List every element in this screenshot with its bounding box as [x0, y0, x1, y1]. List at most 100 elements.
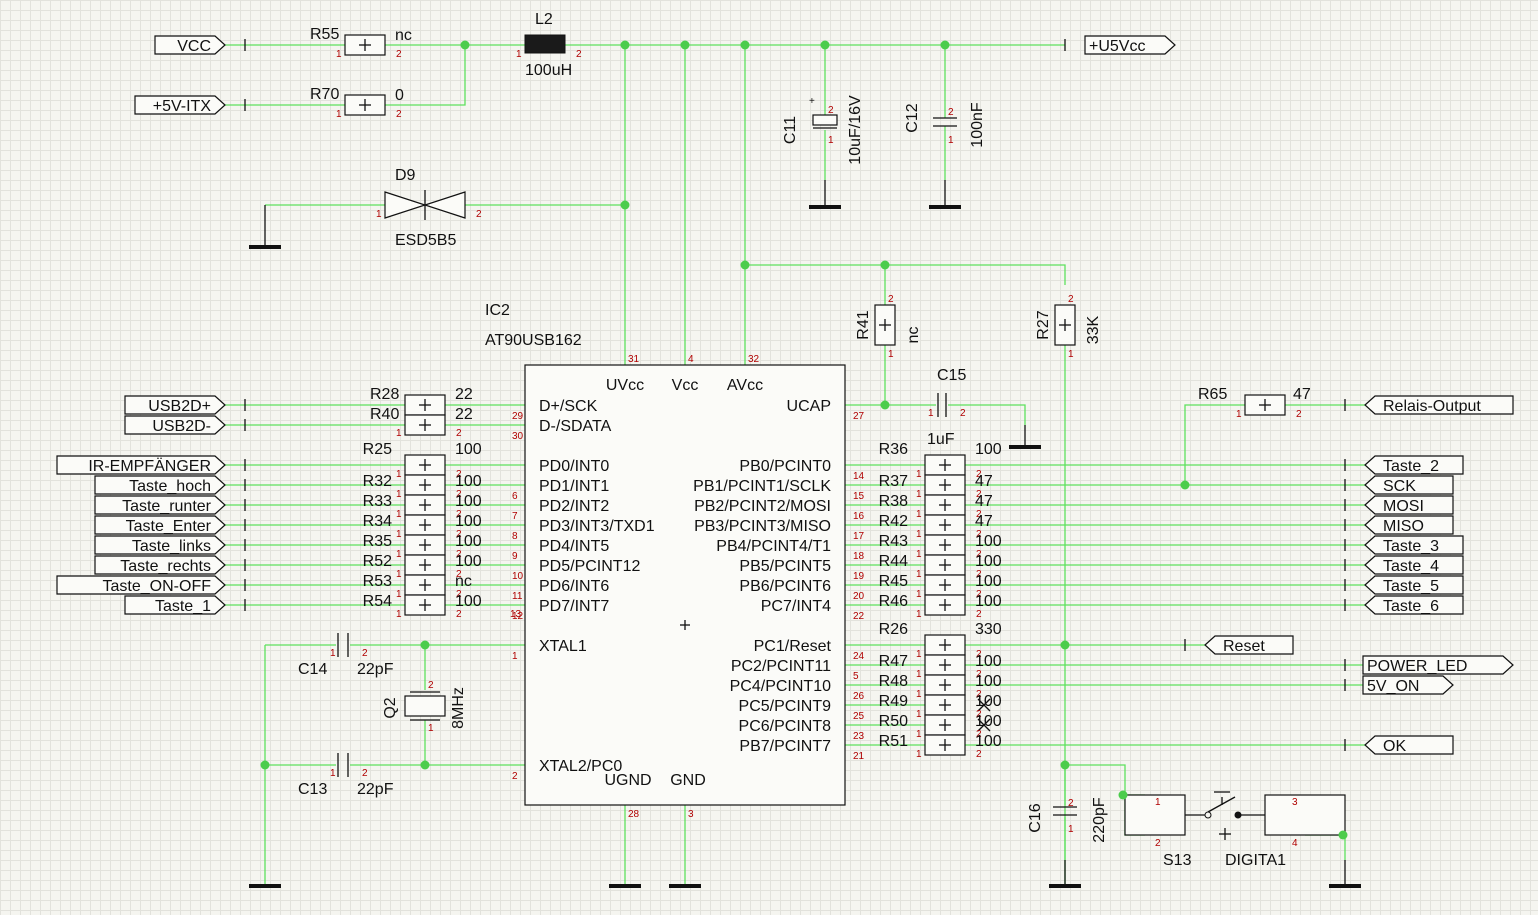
- ic-left-pin-name: PD6/INT6: [539, 578, 609, 595]
- ic-right-pin-number: 16: [853, 511, 865, 522]
- pin-number: 2: [396, 49, 402, 60]
- ic-left-pin-name: XTAL1: [539, 638, 587, 655]
- ic-right-pin-number: 24: [853, 651, 865, 662]
- pin-number: 2: [976, 669, 982, 680]
- pin-number: 2: [976, 749, 982, 760]
- r65-value: 47: [1293, 386, 1311, 403]
- ic-left-pin-number: 13: [510, 609, 522, 620]
- l2-value: 100uH: [525, 62, 572, 79]
- ic-right-pin-number: 15: [853, 491, 865, 502]
- ic-power-pin-name: Vcc: [672, 377, 699, 394]
- net-label-power-led-text: POWER_LED: [1367, 658, 1467, 675]
- right-resistor-value: 100: [975, 593, 1002, 610]
- pin-number: 2: [456, 428, 462, 439]
- r70-value: 0: [395, 87, 404, 104]
- pin-number: 2: [1068, 798, 1074, 809]
- pin-number: 1: [1236, 409, 1242, 420]
- ic-left-pin-number: 6: [512, 491, 518, 502]
- pin-number: 1: [916, 609, 922, 620]
- ic-right-pin-name: PC7/INT4: [761, 598, 831, 615]
- right-resistor-value: 100: [975, 441, 1002, 458]
- pin-number: 1: [916, 709, 922, 720]
- switch-s13-ref: S13: [1163, 852, 1192, 869]
- left-resistor-ref: R35: [363, 533, 392, 550]
- ic2-part: AT90USB162: [485, 332, 582, 349]
- ic-right-pin-name: PC4/PCINT10: [730, 678, 831, 695]
- pin-number: 3: [1292, 797, 1298, 808]
- pin-number: 1: [916, 729, 922, 740]
- q2-ref: Q2: [382, 697, 399, 718]
- ic-right-pin-number: 27: [853, 411, 865, 422]
- pin-number: 2: [976, 709, 982, 720]
- net-label-5v-itx-text: +5V-ITX: [153, 98, 212, 115]
- net-label-left-text: Taste_Enter: [126, 518, 212, 535]
- ic-ground-pin-number: 28: [628, 809, 640, 820]
- ic-right-pin-name: PC5/PCINT9: [739, 698, 832, 715]
- net-label-right-text: SCK: [1383, 478, 1416, 495]
- junction-dot: [740, 260, 750, 270]
- ic-left-pin-number: 1: [512, 651, 518, 662]
- net-label-5v-itx: [134, 95, 226, 115]
- pin-number: 1: [330, 648, 336, 659]
- ic-right-pin-number: 26: [853, 691, 865, 702]
- pin-number: 2: [976, 489, 982, 500]
- net-label-left-text: Taste_1: [155, 598, 211, 615]
- net-label-right-text: MOSI: [1383, 498, 1424, 515]
- net-label-ok-text: OK: [1383, 738, 1406, 755]
- net-label-left-text: Taste_hoch: [129, 478, 211, 495]
- pin-number: 2: [976, 569, 982, 580]
- net-label-right-text: Taste_3: [1383, 538, 1439, 555]
- pin-number: 2: [396, 109, 402, 120]
- left-resistor-ref: R52: [363, 553, 392, 570]
- net-label-left: [94, 515, 226, 535]
- pin-number: 1: [396, 529, 402, 540]
- r27-ref: R27: [1035, 310, 1052, 339]
- r40-ref: R40: [370, 406, 399, 423]
- net-label-u5vcc-text: +U5Vcc: [1089, 38, 1145, 55]
- ic-left-pin-name: PD5/PCINT12: [539, 558, 640, 575]
- ic-right-pin-name: PC6/PCINT8: [739, 718, 832, 735]
- parts-layer: [56, 34, 1514, 888]
- ic-ground-pin-number: 3: [688, 809, 694, 820]
- ic-left-pin-number: 12: [512, 611, 524, 622]
- right-resistor-value: 47: [975, 493, 993, 510]
- ic-right-pin-number: 22: [853, 611, 865, 622]
- ic-left-pin-name: PD7/INT7: [539, 598, 609, 615]
- pin-number: 4: [1292, 838, 1298, 849]
- pin-number: 1: [916, 469, 922, 480]
- net-label-ok: [1364, 735, 1454, 755]
- pin-number: 2: [976, 549, 982, 560]
- ic2-body: [524, 364, 846, 806]
- ic-right-pin-number: 5: [853, 671, 859, 682]
- net-label-left-text: Taste_ON-OFF: [103, 578, 212, 595]
- net-label-vcc: [154, 35, 226, 55]
- pin-number: 1: [396, 549, 402, 560]
- pin-number: 1: [916, 669, 922, 680]
- pin-number: 2: [1155, 838, 1161, 849]
- right-resistor-value: 100: [975, 533, 1002, 550]
- pin-number: 1: [916, 649, 922, 660]
- ic-right-pin-name: PB7/PCINT7: [739, 738, 831, 755]
- junction-dot: [620, 40, 630, 50]
- pin-number: 2: [456, 549, 462, 560]
- pin-number: 2: [362, 648, 368, 659]
- pin-number: 2: [976, 609, 982, 620]
- net-label-right-text: Taste_2: [1383, 458, 1439, 475]
- pin-number: 1: [396, 609, 402, 620]
- ic-ground-pin-name: GND: [670, 772, 706, 789]
- ic-right-pin-name: PB5/PCINT5: [739, 558, 831, 575]
- junction-dot: [1338, 830, 1348, 840]
- nc-cross: [977, 718, 991, 732]
- net-label-right-text: MISO: [1383, 518, 1424, 535]
- junction-dot: [880, 260, 890, 270]
- net-label-5v-on: [1362, 675, 1454, 695]
- c16-value: 220pF: [1091, 797, 1108, 843]
- pin-number: 1: [396, 489, 402, 500]
- net-label-usb-dminus-text: USB2D-: [152, 418, 211, 435]
- ic-right-pin-name: PC2/PCINT11: [731, 658, 831, 675]
- pin-number: 2: [960, 408, 966, 419]
- ic-left-pin-name: D+/SCK: [539, 398, 598, 415]
- left-resistor-value: 100: [455, 593, 482, 610]
- c15-ref: C15: [937, 367, 966, 384]
